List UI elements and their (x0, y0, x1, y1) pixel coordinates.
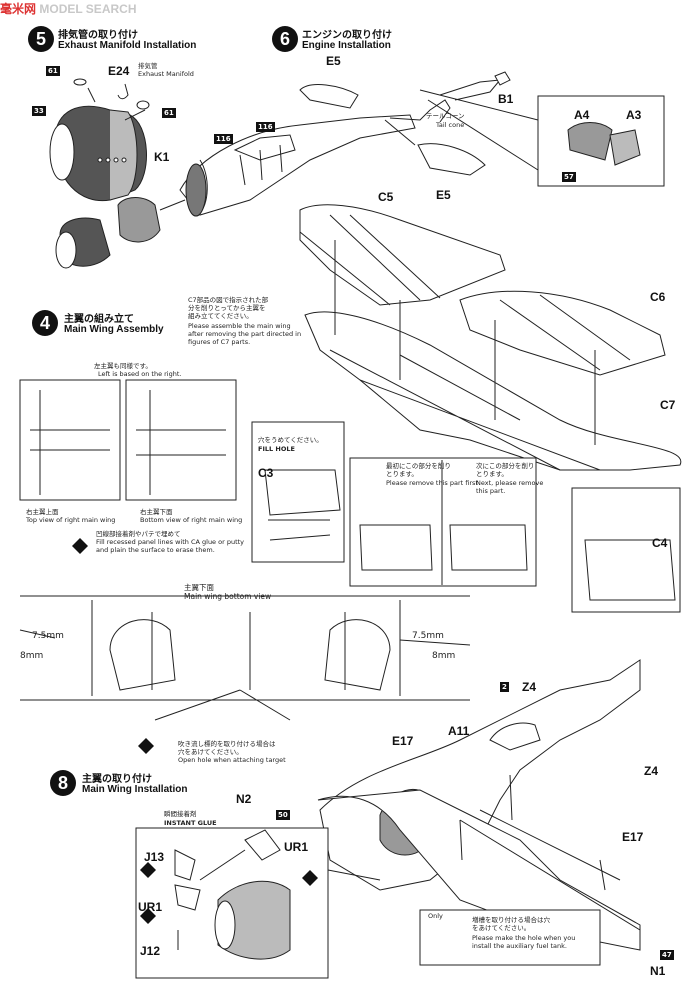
tail-cone-en: Tail cone (436, 121, 465, 129)
fuselage-drawing (55, 71, 511, 269)
tank-note-ja: 増槽を取り付ける場合は穴 をあけてください。 (472, 916, 550, 932)
part-e5-label: E5 (326, 54, 341, 68)
tank-note-en: Please make the hole when you install th… (472, 934, 576, 950)
bottom-view-en: Bottom view of right main wing (140, 516, 243, 524)
instant-glue-en: INSTANT GLUE (164, 819, 217, 827)
part-z4-label: Z4 (522, 680, 537, 694)
part-c4-label: C4 (652, 536, 668, 550)
upper-wing-c6-drawing (459, 290, 666, 376)
fill-hole-en: FILL HOLE (258, 445, 295, 453)
step-8-title-en: Main Wing Installation (82, 784, 188, 795)
step-5-title-ja: 排気管の取り付け (58, 30, 138, 41)
left-note-ja: 左主翼も同様です。 (94, 362, 152, 370)
part-ur1-label: UR1 (284, 840, 309, 854)
part-33-badge: 33 (32, 106, 46, 116)
part-b1-label: B1 (498, 92, 514, 106)
step-5-title-en: Exhaust Manifold Installation (58, 40, 197, 51)
part-61b-badge: 61 (162, 108, 176, 118)
part-e24-en: Exhaust Manifold (138, 70, 194, 78)
lower-wing-c7-drawing (304, 311, 682, 471)
step-5-number: 5 (28, 26, 54, 52)
remove-1-ja: 最初にこの部分を削り とります。 (386, 462, 451, 478)
wing-bottom-view-drawing (19, 595, 471, 721)
dim-7-5mm-left: 7.5mm (32, 631, 64, 641)
fill-hole-ja: 穴をうめてください。 (258, 436, 323, 444)
part-e17-label: E17 (392, 734, 414, 748)
step-6-title-en: Engine Installation (302, 40, 391, 51)
remove-1-en: Please remove this part first (386, 479, 478, 487)
part-ur1b-label: UR1 (138, 900, 163, 914)
part-n1-label: N1 (650, 964, 666, 978)
top-view-en: Top view of right main wing (26, 516, 116, 524)
bottom-view-ja: 右主翼下面 (140, 508, 173, 516)
tail-cone-ja: テールコーン (426, 112, 465, 120)
part-e17b-label: E17 (622, 830, 644, 844)
left-note-en: Left is based on the right. (98, 370, 182, 378)
part-n2-label: N2 (236, 792, 252, 806)
part-c5-label: C5 (378, 190, 394, 204)
part-a4-label: A4 (574, 108, 590, 122)
c7-note-ja: C7部品の図で指示された部 分を削りとってから主翼を 組み立ててください。 (188, 296, 269, 320)
part-c3-label: C3 (258, 466, 274, 480)
part-a3-label: A3 (626, 108, 642, 122)
part-j13-label: J13 (144, 850, 165, 864)
watermark: 毫米网 MODEL SEARCH (0, 0, 136, 17)
part-e24-ja: 排気管 (138, 62, 158, 70)
part-61-badge: 61 (46, 66, 60, 76)
upper-wing-c5-drawing (299, 204, 506, 306)
part-2-badge: 2 (500, 682, 509, 692)
instant-glue-ja: 瞬間接着剤 (164, 810, 197, 818)
dim-7-5mm-right: 7.5mm (412, 631, 444, 641)
part-47-badge: 47 (660, 950, 674, 960)
part-57-badge: 57 (562, 172, 576, 182)
step-6-number: 6 (272, 26, 298, 52)
watermark-site: MODEL SEARCH (39, 2, 137, 16)
part-z4b-label: Z4 (644, 764, 659, 778)
step-4-title-ja: 主翼の組み立て (64, 314, 134, 325)
part-116-badge: 116 (214, 134, 233, 144)
step-4-title-en: Main Wing Assembly (64, 324, 164, 335)
glue-symbols (72, 538, 318, 924)
part-e24-label: E24 (108, 64, 130, 78)
part-116b-badge: 116 (256, 122, 275, 132)
part-k1-label: K1 (154, 150, 170, 164)
target-note-ja: 吹き流し標的を取り付ける場合は 穴をあけてください。 (178, 740, 276, 756)
target-note-en: Open hole when attaching target (178, 756, 286, 764)
fill-note-en: Fill recessed panel lines with CA glue o… (96, 538, 245, 554)
only-label: Only (428, 912, 443, 920)
step-8-number: 8 (50, 770, 76, 796)
remove-2-en: Next, please remove this part. (476, 479, 544, 495)
dim-8mm-right: 8mm (432, 651, 456, 661)
c7-note-en: Please assemble the main wing after remo… (188, 322, 302, 346)
remove-2-ja: 次にこの部分を削り とります。 (476, 462, 535, 478)
part-j12-label: J12 (140, 944, 161, 958)
step-8-title-ja: 主翼の取り付け (82, 774, 152, 785)
wing-bottom-en: Main wing bottom view (184, 592, 272, 601)
part-e5b-label: E5 (436, 188, 451, 202)
wing-bottom-ja: 主翼下面 (184, 583, 214, 592)
part-50-badge: 50 (276, 810, 290, 820)
part-c7-label: C7 (660, 398, 676, 412)
fill-note-ja: 凹線部接着剤やパテで埋めて (96, 530, 181, 538)
part-c6-label: C6 (650, 290, 666, 304)
step-6-title-ja: エンジンの取り付け (302, 30, 392, 41)
watermark-brand: 毫米网 (0, 2, 37, 16)
step-4-number: 4 (32, 310, 58, 336)
cowling-k1-drawing (49, 78, 150, 202)
dim-8mm-left: 8mm (20, 651, 44, 661)
part-a11-label: A11 (448, 724, 470, 738)
top-view-ja: 右主翼上面 (26, 508, 59, 516)
aircraft-drawing (317, 659, 641, 951)
